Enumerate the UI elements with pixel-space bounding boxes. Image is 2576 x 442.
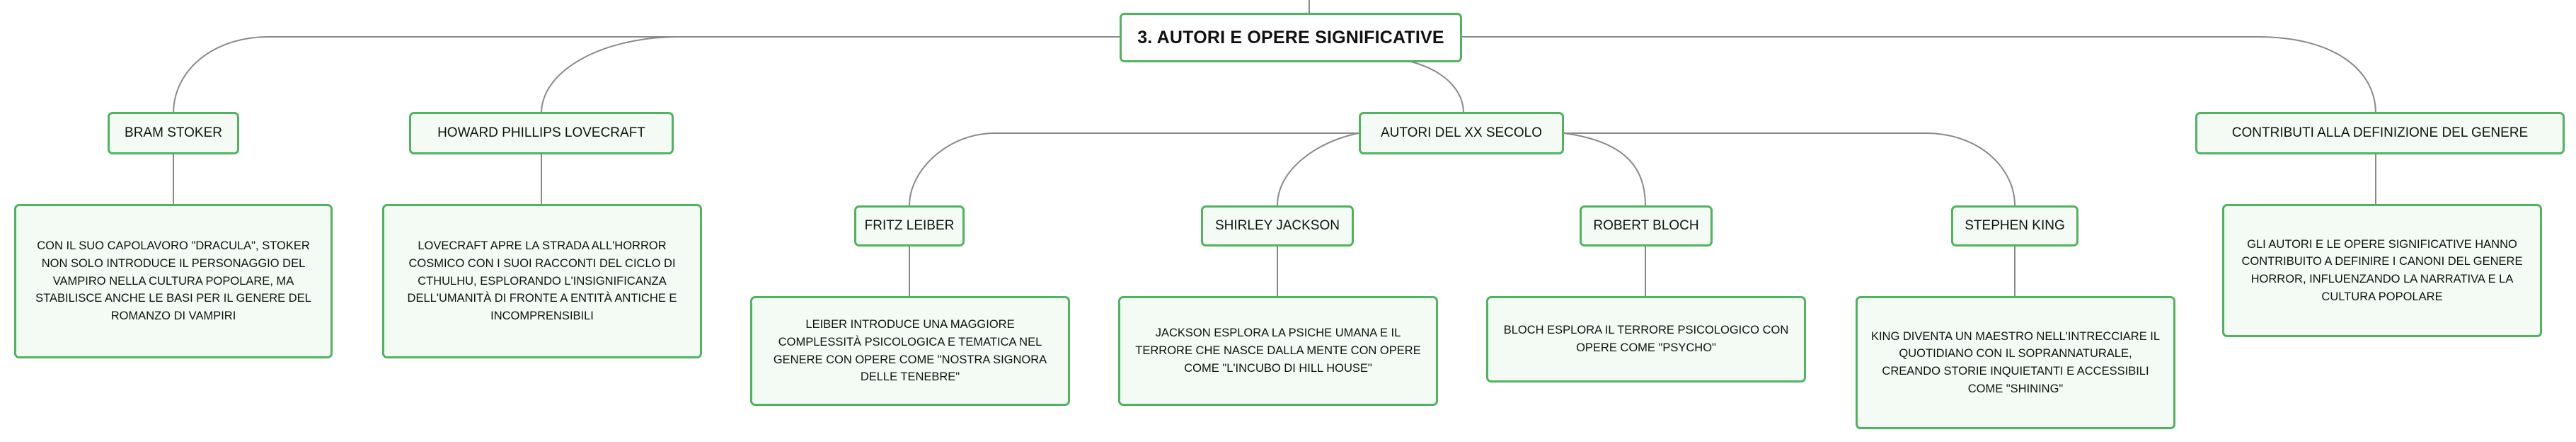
desc-fritz-leiber[interactable]: LEIBER INTRODUCE UNA MAGGIORE COMPLESSIT… [750, 296, 1070, 406]
connector-xx-king [1564, 132, 2016, 206]
topic-fritz-leiber-label: FRITZ LEIBER [864, 218, 955, 233]
connector-root-stoker [173, 36, 1120, 114]
topic-stephen-king[interactable]: STEPHEN KING [1951, 205, 2078, 246]
topic-contributi[interactable]: CONTRIBUTI ALLA DEFINIZIONE DEL GENERE [2195, 112, 2565, 154]
topic-autori-xx-secolo[interactable]: AUTORI DEL XX SECOLO [1359, 112, 1564, 154]
topic-autori-xx-secolo-label: AUTORI DEL XX SECOLO [1380, 125, 1543, 140]
connector-root-contributi [1462, 36, 2376, 114]
desc-lovecraft-text: LOVECRAFT APRE LA STRADA ALL'HORROR COSM… [407, 239, 677, 323]
topic-lovecraft[interactable]: HOWARD PHILLIPS LOVECRAFT [409, 112, 674, 154]
topic-fritz-leiber[interactable]: FRITZ LEIBER [854, 205, 965, 246]
topic-bram-stoker[interactable]: BRAM STOKER [108, 112, 239, 154]
desc-lovecraft[interactable]: LOVECRAFT APRE LA STRADA ALL'HORROR COSM… [382, 204, 702, 358]
connector-xx-jackson [1277, 132, 1359, 206]
topic-robert-bloch[interactable]: ROBERT BLOCH [1580, 205, 1713, 246]
desc-stephen-king-text: KING DIVENTA UN MAESTRO NELL'INTRECCIARE… [1870, 329, 2161, 395]
connector-root-lovecraft [541, 36, 1120, 114]
root-label: 3. AUTORI E OPERE SIGNIFICATIVE [1137, 27, 1444, 47]
desc-contributi[interactable]: GLI AUTORI E LE OPERE SIGNIFICATIVE HANN… [2222, 204, 2542, 337]
desc-shirley-jackson-text: JACKSON ESPLORA LA PSICHE UMANA E IL TER… [1135, 327, 1421, 375]
connector-xx-leiber [909, 132, 1359, 206]
desc-robert-bloch-text: BLOCH ESPLORA IL TERRORE PSICOLOGICO CON… [1503, 324, 1789, 354]
topic-stephen-king-label: STEPHEN KING [1965, 218, 2065, 233]
topic-bram-stoker-label: BRAM STOKER [125, 125, 222, 140]
topic-shirley-jackson-label: SHIRLEY JACKSON [1215, 218, 1340, 233]
root-node[interactable]: 3. AUTORI E OPERE SIGNIFICATIVE [1120, 13, 1462, 62]
topic-lovecraft-label: HOWARD PHILLIPS LOVECRAFT [437, 125, 645, 140]
desc-contributi-text: GLI AUTORI E LE OPERE SIGNIFICATIVE HANN… [2241, 237, 2523, 303]
connector-root-xx [1408, 60, 1464, 114]
desc-bram-stoker-text: CON IL SUO CAPOLAVORO "DRACULA", STOKER … [35, 239, 311, 323]
desc-bram-stoker[interactable]: CON IL SUO CAPOLAVORO "DRACULA", STOKER … [14, 204, 333, 358]
desc-robert-bloch[interactable]: BLOCH ESPLORA IL TERRORE PSICOLOGICO CON… [1486, 296, 1806, 382]
topic-contributi-label: CONTRIBUTI ALLA DEFINIZIONE DEL GENERE [2231, 125, 2529, 140]
topic-robert-bloch-label: ROBERT BLOCH [1593, 218, 1699, 233]
desc-fritz-leiber-text: LEIBER INTRODUCE UNA MAGGIORE COMPLESSIT… [773, 318, 1047, 384]
topic-shirley-jackson[interactable]: SHIRLEY JACKSON [1201, 205, 1354, 246]
connector-xx-bloch [1563, 132, 1646, 206]
desc-shirley-jackson[interactable]: JACKSON ESPLORA LA PSICHE UMANA E IL TER… [1118, 296, 1438, 406]
desc-stephen-king[interactable]: KING DIVENTA UN MAESTRO NELL'INTRECCIARE… [1856, 296, 2175, 429]
